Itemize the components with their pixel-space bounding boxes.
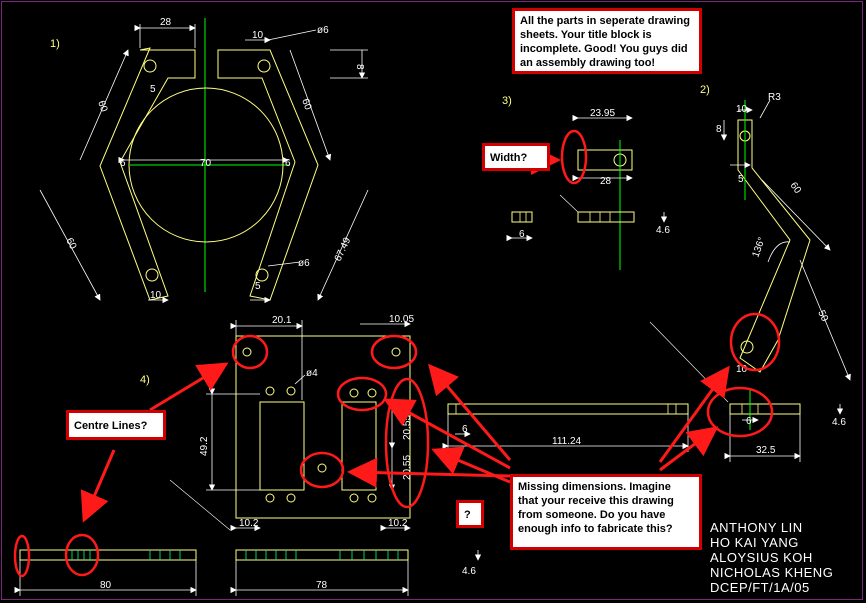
svg-text:28: 28 [600,176,612,187]
part-2-label: 2) [700,84,710,96]
long-bar-side-view [447,403,689,415]
svg-text:10: 10 [252,30,264,41]
svg-text:8: 8 [716,124,722,135]
part-1-hole [255,268,269,282]
svg-text:78: 78 [316,580,328,591]
svg-text:50: 50 [815,309,830,324]
part-3-side-view [577,211,635,223]
svg-text:49.2: 49.2 [199,436,210,456]
svg-text:6: 6 [746,416,752,427]
part-2-bracket [737,119,811,373]
svg-text:60: 60 [63,236,78,251]
part-3: 3) 23.95 28 6 4.6 [502,95,670,270]
part-4-label: 4) [140,374,150,386]
part-1-circle [128,87,284,243]
part-side-view-80 [19,549,197,561]
svg-text:67.49: 67.49 [333,236,354,264]
svg-text:23.95: 23.95 [590,108,615,119]
part-4-outline [235,335,411,519]
svg-text:4.6: 4.6 [832,417,846,428]
title-block-line: HO KAI YANG [710,535,799,550]
svg-text:6: 6 [519,229,525,240]
part-1-right-arm [217,49,319,301]
short-bar-side-view [729,403,801,415]
red-markup [13,129,781,578]
svg-text:10: 10 [736,104,748,115]
title-block: ANTHONY LIN HO KAI YANG ALOYSIUS KOH NIC… [710,520,833,595]
svg-text:10.05: 10.05 [389,314,414,325]
bottom-side-views: 80 78 4.6 [14,549,482,596]
svg-text:ø6: ø6 [317,25,329,36]
svg-text:70: 70 [200,158,212,169]
part-1-assembly: 1) 28 [39,17,369,304]
svg-text:4.6: 4.6 [656,225,670,236]
svg-text:111.24: 111.24 [552,436,582,447]
svg-text:20.55: 20.55 [402,415,413,440]
svg-text:6: 6 [120,158,126,169]
part-side-view-78 [235,549,409,561]
title-block-line: ALOYSIUS KOH [710,550,813,565]
svg-text:6: 6 [285,158,291,169]
svg-text:60: 60 [95,99,109,114]
part-3-end-view [511,211,533,223]
side-elevations: 6 111.24 4.6 6 32.5 [442,321,846,462]
part-1-hole [257,59,271,73]
svg-text:60: 60 [788,180,804,196]
svg-text:ø4: ø4 [306,368,318,379]
part-3-label: 3) [502,95,512,107]
svg-text:20.1: 20.1 [272,315,292,326]
general-comment-note: All the parts in seperate drawing sheets… [512,8,702,74]
title-block-line: ANTHONY LIN [710,520,803,535]
part-2-hole [740,340,754,354]
svg-text:28: 28 [160,17,172,28]
part-1-dimension-text: 28 10 ø6 8 5 60 60 6 70 6 60 67.49 ø6 5 … [63,17,365,301]
part-2: 2) 10 R3 8 5 60 136° 50 10 [700,84,851,381]
part-3-top-view [577,149,633,171]
part-4-slot [259,401,305,491]
part-1-left-arm [99,47,196,301]
svg-text:10.2: 10.2 [388,518,408,529]
svg-text:5: 5 [150,84,156,95]
question-comment-note: ? [456,500,484,528]
svg-text:8: 8 [354,64,365,70]
width-comment-note: Width? [482,143,550,171]
red-arrows [80,145,730,523]
part-4-slot [341,401,377,491]
svg-text:5: 5 [738,174,744,185]
missing-dimensions-comment-note: Missing dimensions. Imagine that your re… [510,474,702,550]
svg-text:20.55: 20.55 [402,455,413,480]
svg-text:R3: R3 [768,92,781,103]
part-1-hole [143,59,157,73]
svg-text:ø6: ø6 [298,258,310,269]
centre-lines-comment-note: Centre Lines? [66,410,166,440]
svg-text:60: 60 [299,97,313,112]
svg-text:10: 10 [150,290,162,301]
title-block-line: NICHOLAS KHENG [710,565,834,580]
svg-text:32.5: 32.5 [756,445,776,456]
title-block-line: DCEP/FT/1A/05 [710,580,810,595]
part-4-plate: 4) 20.1 10.05 ø4 49 [140,314,414,532]
svg-text:10.2: 10.2 [239,518,259,529]
part-1-label: 1) [50,38,60,50]
svg-text:10: 10 [736,364,748,375]
svg-text:80: 80 [100,580,112,591]
svg-text:4.6: 4.6 [462,566,476,577]
part-1-hole [145,268,159,282]
svg-text:6: 6 [462,424,468,435]
svg-text:5: 5 [255,281,261,292]
svg-text:136°: 136° [750,236,767,259]
